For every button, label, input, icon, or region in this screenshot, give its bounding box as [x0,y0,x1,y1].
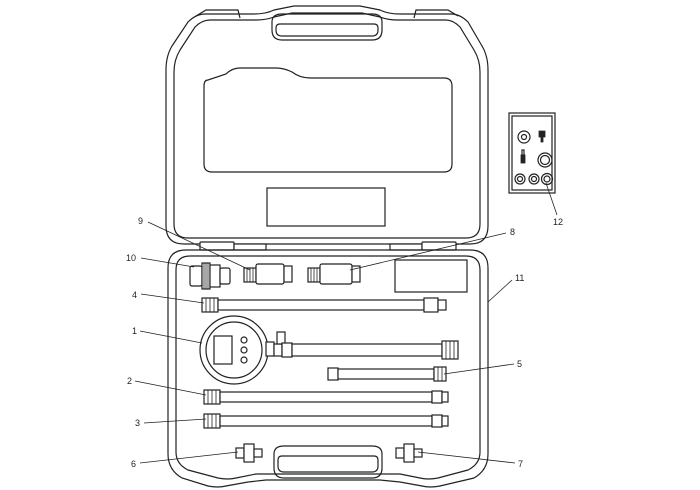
lid-name-plate [266,187,386,227]
callout-4: 4 [132,290,137,300]
callout-2: 2 [127,376,132,386]
base-handle [273,445,383,479]
adapter-long [307,263,361,285]
hose-2 [203,389,449,405]
callout-3: 3 [135,418,140,428]
callout-8: 8 [510,227,515,237]
case-lid [165,5,489,245]
hose-3 [203,413,449,429]
accessory-card [508,112,556,194]
callout-7: 7 [518,459,523,469]
hinges [199,241,457,251]
adapter-short [243,263,293,285]
quick-coupler [189,262,231,290]
callout-12: 12 [553,217,563,227]
compression-gauge [199,315,459,385]
fitting-7 [395,443,423,463]
short-hose-5 [327,366,447,382]
lid-handle [271,13,383,41]
lid-label-recess [203,67,453,173]
callout-labels: 9 10 8 11 4 1 5 2 3 6 7 12 [126,216,563,469]
storage-compartment [394,259,468,293]
callout-11: 11 [515,273,524,283]
callout-10: 10 [126,253,136,263]
callout-5: 5 [517,359,522,369]
callout-6: 6 [131,459,136,469]
extension-hose-4 [201,297,447,313]
callout-1: 1 [132,326,137,336]
fitting-6 [235,443,263,463]
case-base [167,249,489,488]
callout-9: 9 [138,216,143,226]
leader-lines [134,182,558,464]
